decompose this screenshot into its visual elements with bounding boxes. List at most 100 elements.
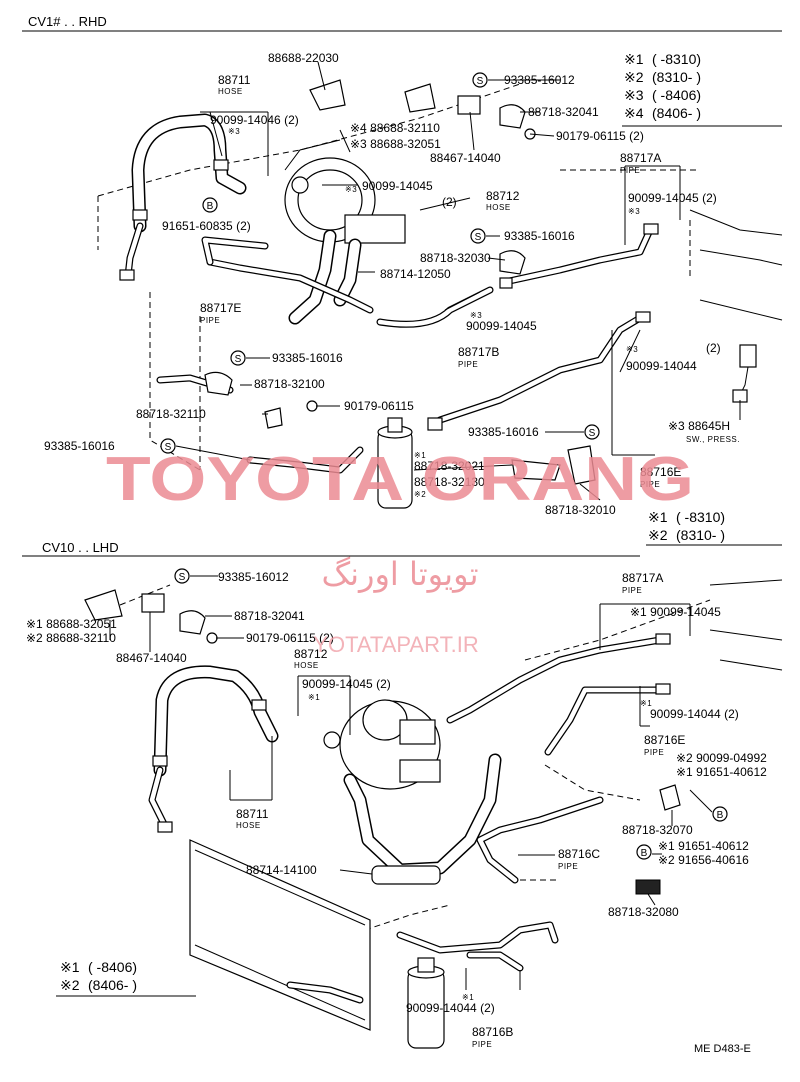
compressor-lhd <box>323 699 441 790</box>
part-label: 90099-14046 (2) <box>210 113 299 127</box>
receiver-drier-lhd <box>407 957 445 1049</box>
part-label: PIPE <box>620 166 640 175</box>
rhd-section: CV1# . . RHD ※1 ( -8310) ※2 (8310- ) ※3 … <box>22 14 783 546</box>
part-label: 88718-32110 <box>136 407 206 421</box>
part-label: 88718-32041 <box>528 105 599 119</box>
legend-mark: ※1 <box>60 959 80 975</box>
part-label: PIPE <box>200 316 220 325</box>
part-label: HOSE <box>294 661 319 670</box>
condenser <box>189 839 371 1031</box>
legend-box-lhd: ※1 ( -8406) ※2 (8406- ) <box>56 959 196 997</box>
svg-text:S: S <box>179 572 186 583</box>
part-label: ※1 <box>414 451 426 460</box>
part-label: 88712 <box>486 189 520 203</box>
clamp-88718-32110 <box>264 407 283 429</box>
part-label: PIPE <box>558 862 578 871</box>
part-label: HOSE <box>218 87 243 96</box>
lhd-section: CV10 . . LHD <box>22 540 783 1055</box>
part-label: (2) <box>706 341 721 355</box>
part-label: ※3 <box>470 311 482 320</box>
part-label: 88718-32030 <box>420 251 491 265</box>
part-label: 88711 <box>218 73 251 87</box>
part-label: ※3 88645H <box>668 419 730 433</box>
part-label: ※2 90099-04992 <box>676 751 767 765</box>
part-label: ※1 91651-40612 <box>676 765 767 779</box>
part-label: 88717A <box>620 151 661 165</box>
part-label: 88711 <box>236 807 269 821</box>
part-label: ※2 91656-40616 <box>658 853 749 867</box>
clamp-88718-32080 <box>635 879 661 895</box>
part-label: 88712 <box>294 647 328 661</box>
part-label: ※1 <box>462 993 474 1002</box>
part-label: HOSE <box>486 203 511 212</box>
svg-text:B: B <box>717 810 724 821</box>
bracket-88688 <box>84 589 123 621</box>
legend-text: ( -8310) <box>676 509 725 525</box>
part-label: 88717E <box>200 301 241 315</box>
bracket-top <box>404 83 436 113</box>
legend-text: ( -8310) <box>652 51 701 67</box>
svg-text:S: S <box>475 232 482 243</box>
part-label: 88718-32021 <box>414 459 485 473</box>
legend-text: (8406- ) <box>88 977 137 993</box>
s-markers: S S S S S B <box>160 72 600 454</box>
watermark-url: YOTATAPART.IR <box>313 632 478 657</box>
clamp-88467 <box>141 593 165 613</box>
part-label: 88688-22030 <box>268 51 339 65</box>
part-label: 90099-14045 <box>362 179 433 193</box>
part-label: 88718-32070 <box>622 823 693 837</box>
part-label: 88467-14040 <box>116 651 187 665</box>
part-label: 93385-16016 <box>504 229 575 243</box>
part-label: ※3 <box>628 207 640 216</box>
part-label: 88718-32100 <box>254 377 325 391</box>
part-label: 90179-06115 (2) <box>556 129 644 143</box>
part-label: 88714-14100 <box>246 863 317 877</box>
part-label: PIPE <box>640 480 660 489</box>
diagram-code: ME D483-E <box>694 1043 751 1055</box>
receiver-drier-rhd <box>377 417 413 509</box>
part-label: ※2 <box>414 490 426 499</box>
legend-mark: ※1 <box>624 51 644 67</box>
part-label: 90179-06115 (2) <box>246 631 334 645</box>
part-label: 90099-14044 (2) <box>406 1001 495 1015</box>
legend-mark: ※2 <box>648 527 668 543</box>
part-label: 93385-16016 <box>272 351 343 365</box>
part-label: ※3 <box>626 345 638 354</box>
legend-mark: ※4 <box>624 105 644 121</box>
part-label: 88467-14040 <box>430 151 501 165</box>
clamp-88718-32030 <box>499 250 526 275</box>
part-label: 88718-32080 <box>608 905 679 919</box>
part-label: PIPE <box>644 748 664 757</box>
part-label: 91651-60835 (2) <box>162 219 251 233</box>
part-label: 93385-16012 <box>218 570 289 584</box>
part-label: ※2 88688-32110 <box>26 631 116 645</box>
part-label: 90099-14045 <box>466 319 537 333</box>
svg-text:S: S <box>165 442 172 453</box>
part-label: ※1 90099-14045 <box>630 605 721 619</box>
legend-text: (8310- ) <box>676 527 725 543</box>
legend-box-rhd-2: ※1 ( -8310) ※2 (8310- ) <box>646 509 782 546</box>
part-label: 88716C <box>558 847 600 861</box>
part-label: 90099-14044 (2) <box>650 707 739 721</box>
s-markers: S B B <box>174 568 728 860</box>
part-label: 88718-32041 <box>234 609 305 623</box>
part-label: 93385-16012 <box>504 73 575 87</box>
pressure-switch <box>732 344 757 403</box>
legend-text: ( -8406) <box>88 959 137 975</box>
part-label: ※3 88688-32051 <box>350 137 441 151</box>
part-label: 88716B <box>472 1025 513 1039</box>
clamp-88718-32041 <box>499 104 526 129</box>
part-label: 88718-32010 <box>545 503 616 517</box>
part-label: 90099-14045 (2) <box>628 191 717 205</box>
clamp-88467 <box>457 95 481 115</box>
part-label: ※1 <box>640 699 652 708</box>
svg-text:B: B <box>641 848 648 859</box>
part-label: PIPE <box>472 1040 492 1049</box>
section-title-lhd: CV10 . . LHD <box>42 540 119 555</box>
part-label: 93385-16016 <box>468 425 539 439</box>
part-label: HOSE <box>236 821 261 830</box>
legend-mark: ※1 <box>648 509 668 525</box>
watermark: TOYOTA ORANG تويوتا اورنگ YOTATAPART.IR <box>106 445 694 657</box>
part-label: ※1 <box>308 693 320 702</box>
